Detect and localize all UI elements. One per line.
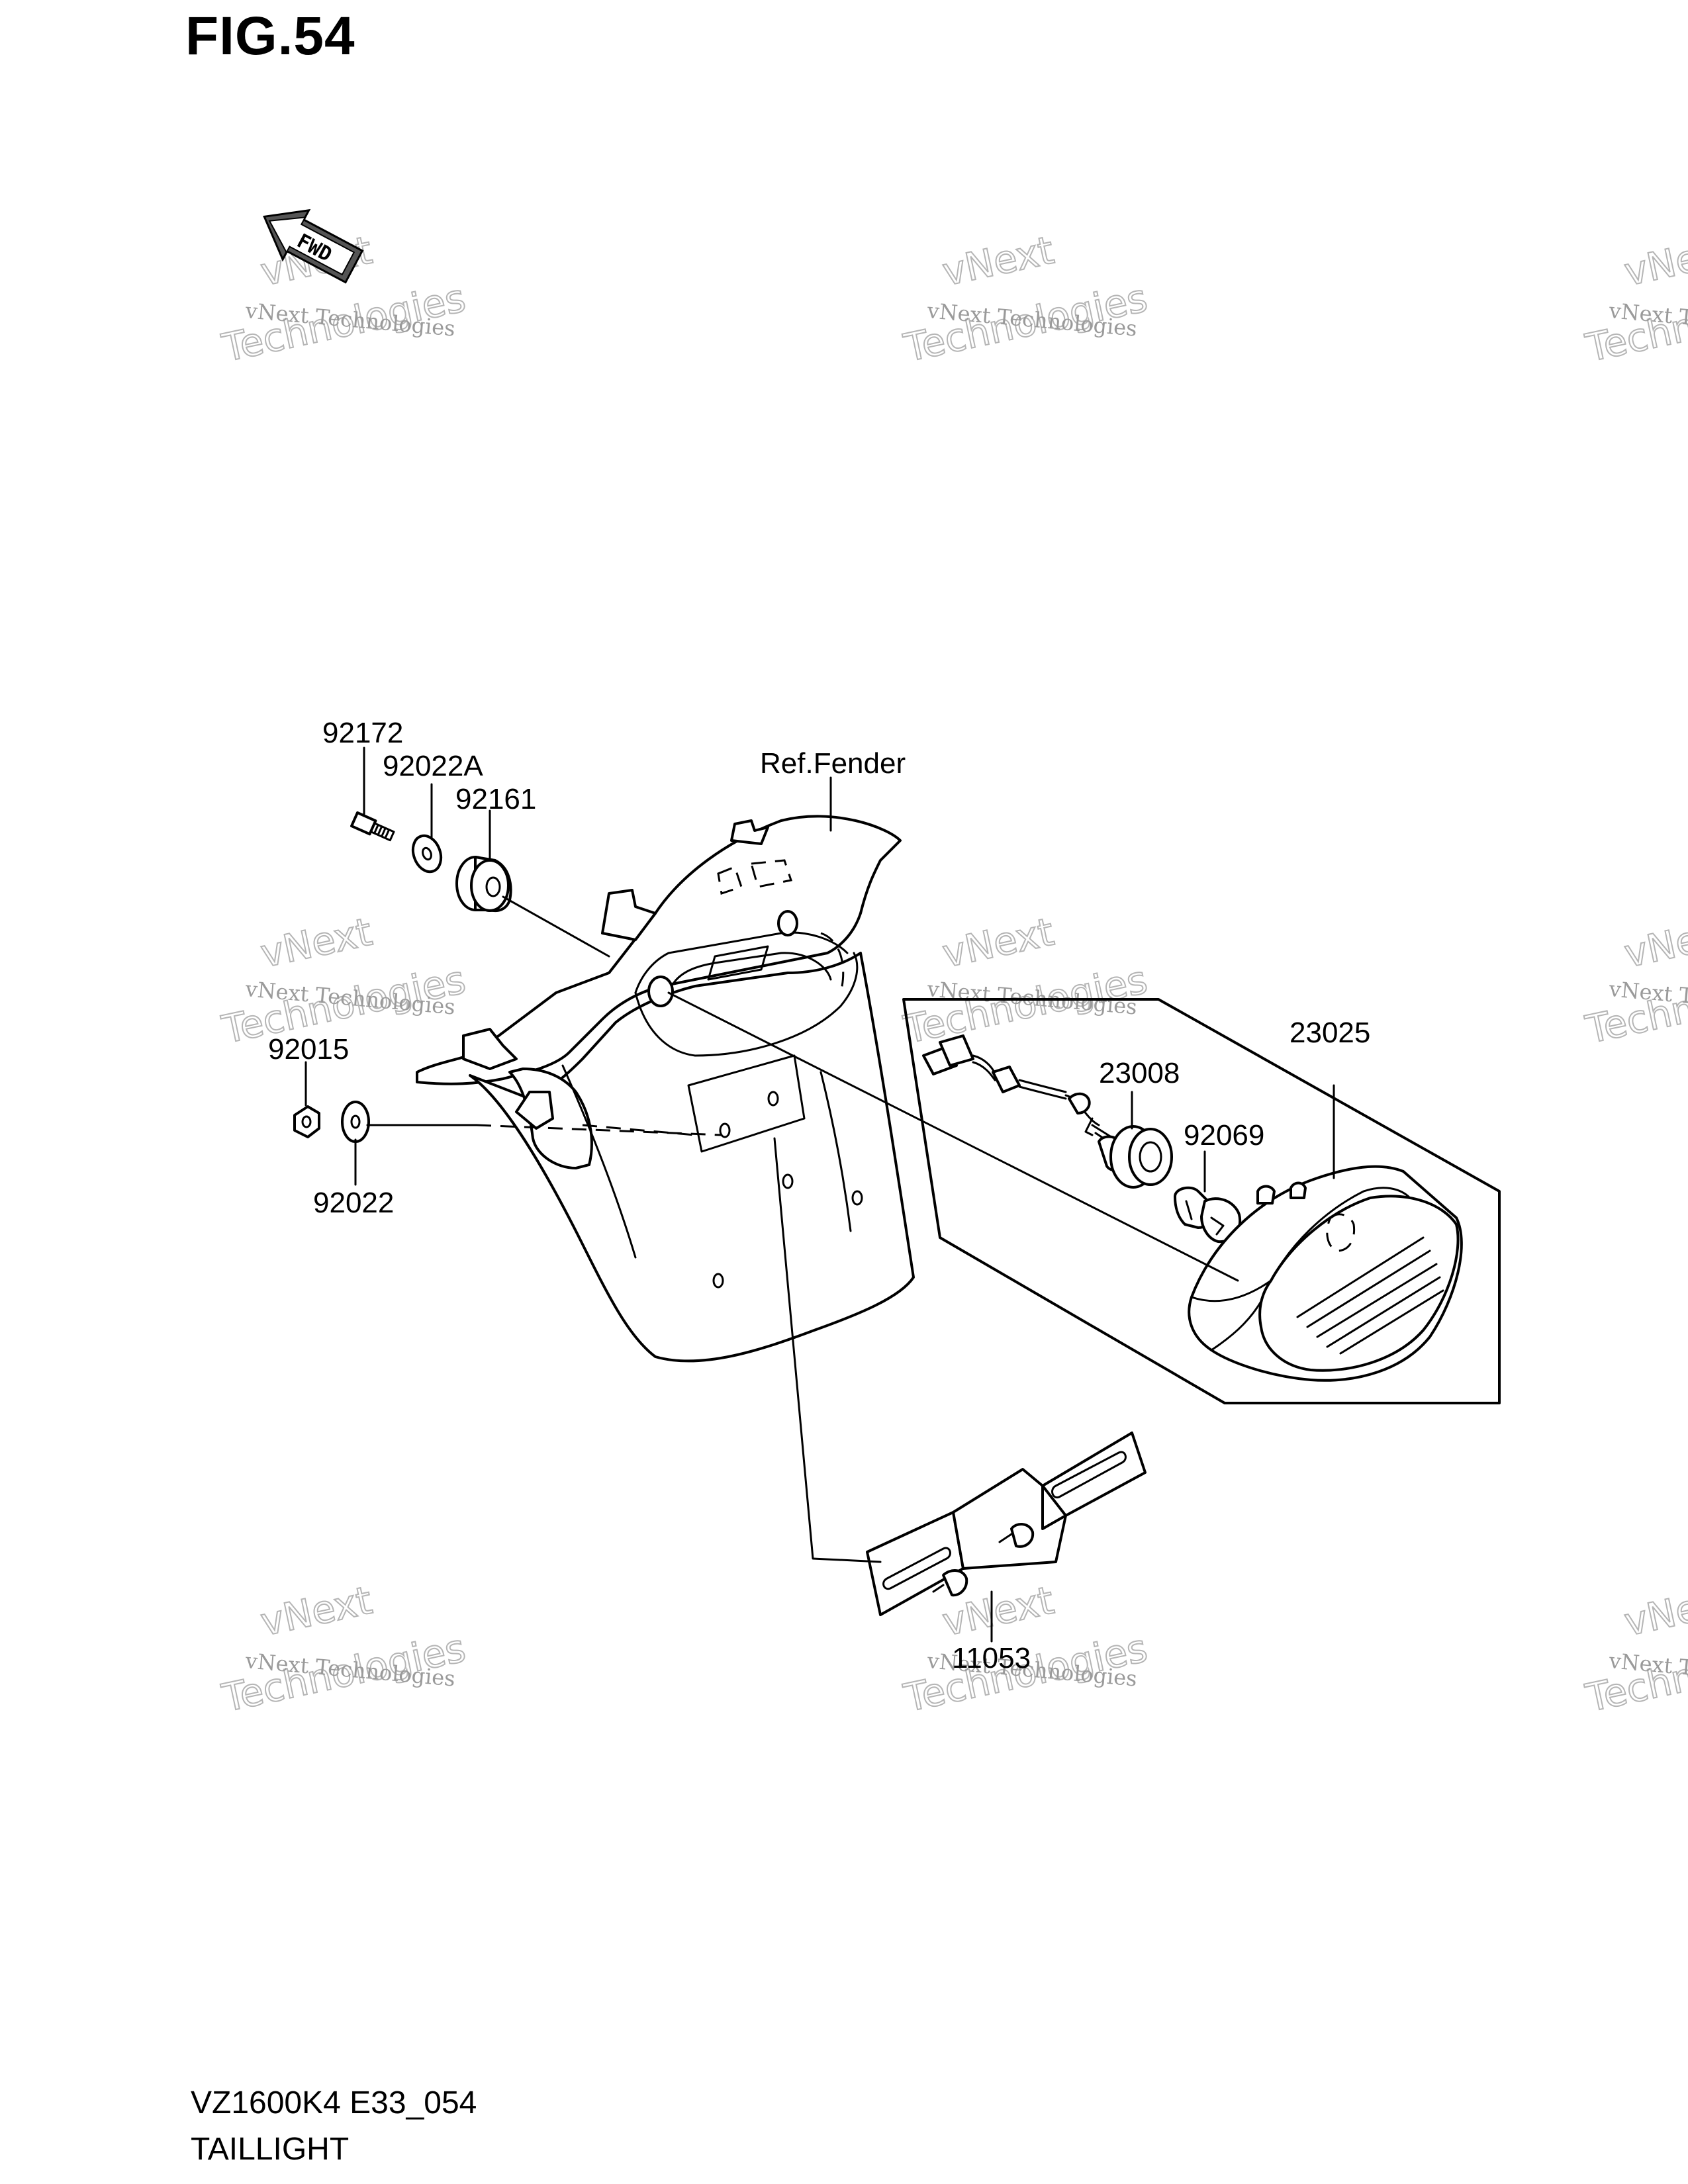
model-code: VZ1600K4 E33_054 (191, 2085, 477, 2120)
part-label-92015: 92015 (268, 1033, 349, 1066)
grommet-92161 (455, 856, 512, 913)
part-labels: 92172 92022A 92161 Ref.Fender 92015 9202… (268, 717, 1370, 1674)
section-name: TAILLIGHT (191, 2132, 350, 2167)
svg-text:vNext: vNext (257, 1578, 376, 1645)
part-label-23008: 23008 (1099, 1057, 1180, 1089)
figure-title: FIG.54 (185, 6, 355, 66)
watermark: vNext Technologies (217, 227, 470, 371)
washer-92022A (411, 834, 443, 874)
watermark: vNext Technologies (1581, 227, 1688, 371)
assembly-frame-23025 (902, 998, 1501, 1404)
part-label-92022: 92022 (313, 1187, 394, 1219)
fwd-arrow-icon: FWD (263, 208, 364, 284)
watermark: vNext Technologies (217, 1577, 470, 1721)
nut-92015 (293, 1105, 320, 1138)
taillight-lens (1188, 1165, 1463, 1382)
watermark: vNext Technologies (217, 909, 470, 1053)
rear-fender (416, 815, 915, 1363)
svg-text:vNext: vNext (1620, 909, 1688, 977)
part-label-92069: 92069 (1184, 1119, 1264, 1152)
part-label-23025: 23025 (1289, 1017, 1370, 1049)
svg-text:vNext: vNext (1620, 1578, 1688, 1645)
svg-text:vNext: vNext (939, 909, 1058, 977)
svg-text:vNext: vNext (257, 909, 376, 977)
watermark-group: vNext Technologies vNext Technologies vN… (217, 227, 1688, 1721)
bolt-92172 (350, 811, 395, 842)
watermark: vNext Technologies (1581, 1577, 1688, 1721)
part-label-92172: 92172 (322, 717, 403, 749)
socket-harness-23008 (922, 1034, 1173, 1189)
watermark: vNext Technologies (899, 227, 1152, 371)
bracket-11053 (866, 1432, 1147, 1616)
watermark: vNext Technologies (1581, 909, 1688, 1053)
svg-text:vNext: vNext (1620, 228, 1688, 295)
watermark: vNext Technologies (899, 909, 1152, 1053)
washer-92022 (341, 1101, 370, 1143)
svg-text:vNext: vNext (939, 228, 1058, 295)
part-label-ref-fender: Ref.Fender (760, 747, 906, 780)
leader-lines (305, 747, 1335, 1643)
part-label-11053: 11053 (952, 1642, 1031, 1674)
part-label-92022A: 92022A (383, 750, 483, 782)
part-label-92161: 92161 (455, 783, 536, 815)
